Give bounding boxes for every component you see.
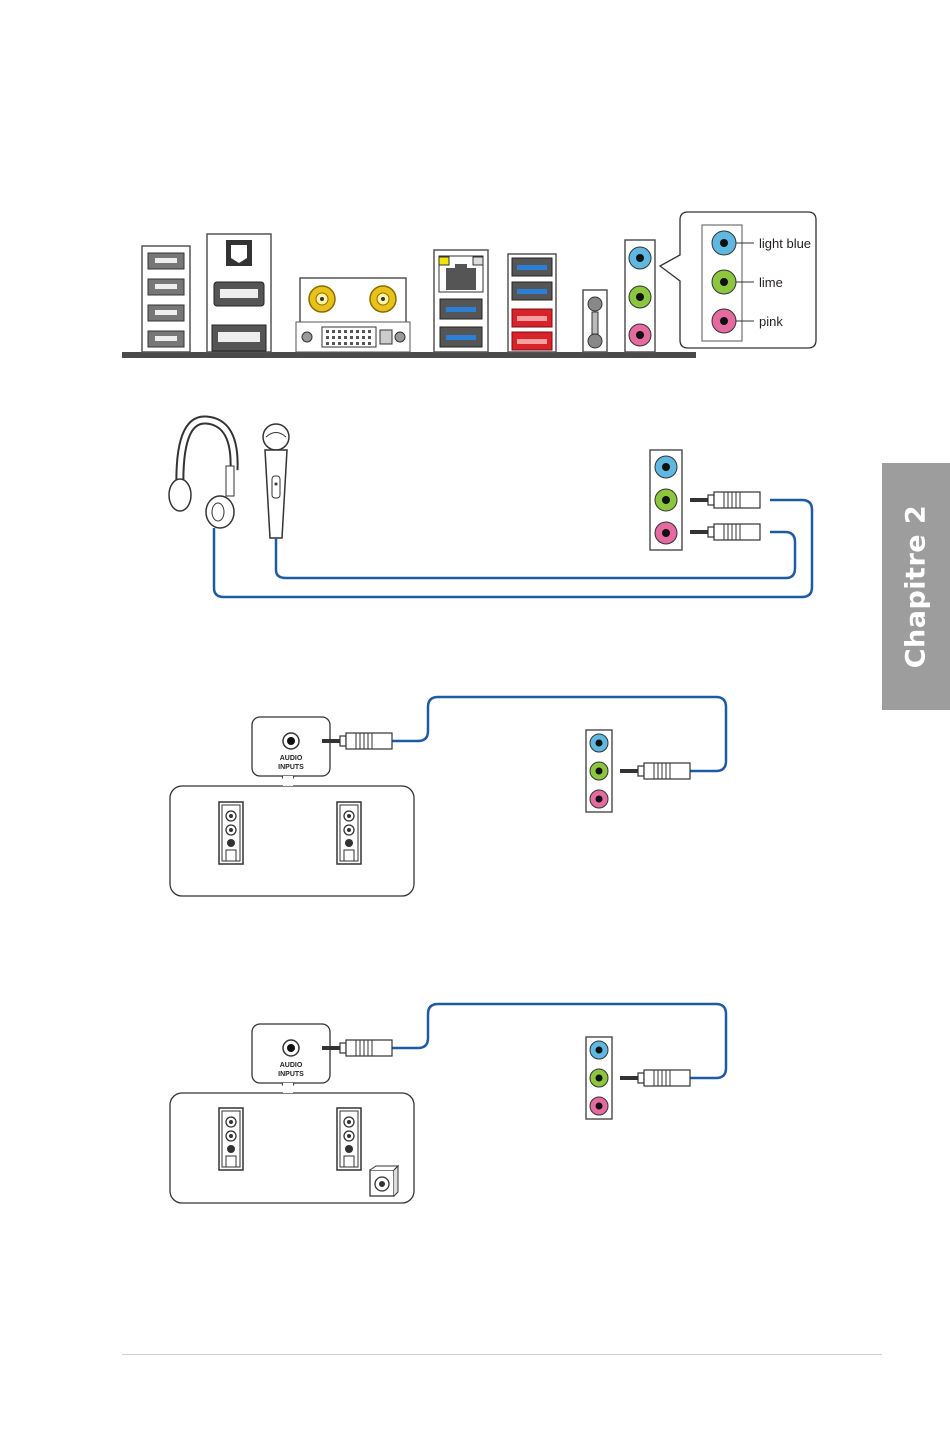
audio-jack-stack (586, 1037, 612, 1119)
subwoofer-speaker-diagram: AUDIO INPUTS (170, 1004, 726, 1203)
audio-plug-icon (690, 492, 760, 508)
audio-plug-icon (322, 733, 392, 749)
audio-jack-stack (625, 240, 655, 352)
audio-plug-icon (690, 524, 760, 540)
speaker-icon (219, 802, 243, 864)
audio-jack-stack (586, 730, 612, 812)
clear-cmos-button (583, 290, 607, 352)
usb3-usb-red-stack (508, 254, 556, 352)
microphone-icon (263, 424, 289, 538)
subwoofer-icon (370, 1166, 398, 1196)
audio-legend-callout: light blue lime pink (660, 212, 816, 348)
two-channel-speaker-diagram: AUDIO INPUTS (170, 697, 726, 896)
audio-plug-icon (322, 1040, 392, 1056)
chapter-label: Chapitre 2 (901, 505, 932, 669)
rear-io-panel: light blue lime pink (122, 212, 816, 358)
legend-light-blue: light blue (759, 236, 811, 251)
headphone-mic-diagram (169, 420, 812, 597)
audio-inputs-label: INPUTS (278, 1071, 304, 1078)
panel-base (122, 352, 696, 358)
legend-lime: lime (759, 275, 783, 290)
usb2-stack (142, 246, 190, 352)
audio-plug-icon (620, 763, 690, 779)
speaker-icon (219, 1108, 243, 1170)
audio-inputs-label: AUDIO (280, 1062, 303, 1069)
footer-divider (122, 1354, 882, 1355)
audio-inputs-label: INPUTS (278, 764, 304, 771)
wifi-antenna-dvi-block (296, 278, 410, 352)
audio-inputs-label: AUDIO (280, 755, 303, 762)
optical-hdmi-dp-stack (207, 234, 271, 352)
lan-usb3-stack (434, 250, 488, 352)
speaker-icon (337, 1108, 361, 1170)
legend-pink: pink (759, 314, 783, 329)
speaker-icon (337, 802, 361, 864)
audio-jack-stack (650, 450, 682, 550)
headphone-icon (169, 420, 234, 528)
audio-plug-icon (620, 1070, 690, 1086)
chapter-tab: Chapitre 2 (882, 463, 950, 710)
